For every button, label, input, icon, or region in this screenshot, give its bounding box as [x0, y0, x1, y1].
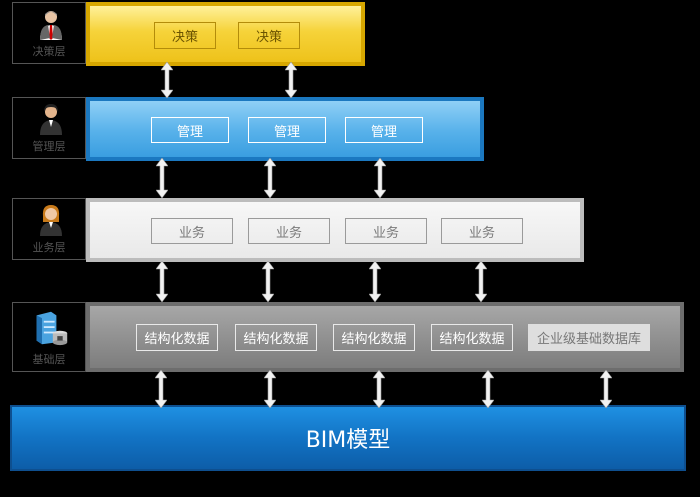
foundation-layer-band: 结构化数据 结构化数据 结构化数据 结构化数据 企业级基础数据库	[86, 302, 684, 372]
management-layer-label: 管理层	[12, 97, 86, 159]
bim-model-label: BIM模型	[305, 428, 391, 453]
management-layer-band: 管理 管理 管理	[86, 97, 484, 161]
double-arrow-icon	[156, 158, 168, 198]
double-arrow-icon	[155, 370, 167, 408]
foundation-box-2: 结构化数据	[235, 324, 317, 351]
business-box-2: 业务	[248, 218, 330, 244]
double-arrow-icon	[600, 370, 612, 408]
business-box-4: 业务	[441, 218, 523, 244]
double-arrow-icon	[156, 261, 168, 302]
double-arrow-icon	[285, 62, 297, 98]
double-arrow-icon	[369, 261, 381, 302]
management-layer-label-text: 管理层	[32, 140, 66, 153]
management-box-3: 管理	[345, 117, 423, 143]
business-layer-label-text: 业务层	[32, 241, 66, 254]
management-box-1: 管理	[151, 117, 229, 143]
double-arrow-icon	[475, 261, 487, 302]
bim-model-bar: BIM模型	[10, 405, 686, 471]
server-database-icon	[36, 311, 68, 346]
double-arrow-icon	[264, 370, 276, 408]
management-box-2: 管理	[248, 117, 326, 143]
decision-box-2: 决策	[238, 22, 300, 49]
double-arrow-icon	[262, 261, 274, 302]
double-arrow-icon	[161, 62, 173, 98]
business-layer-label: 业务层	[12, 198, 86, 260]
foundation-box-database: 企业级基础数据库	[528, 324, 650, 351]
double-arrow-icon	[482, 370, 494, 408]
foundation-box-1: 结构化数据	[136, 324, 218, 351]
person-dark-hair-icon	[40, 104, 62, 135]
person-woman-icon	[40, 205, 62, 236]
double-arrow-icon	[373, 370, 385, 408]
business-box-3: 业务	[345, 218, 427, 244]
foundation-layer-label: 基础层	[12, 302, 86, 372]
decision-layer-label-text: 决策层	[32, 45, 66, 58]
foundation-layer-label-text: 基础层	[32, 353, 66, 366]
decision-box-1: 决策	[154, 22, 216, 49]
double-arrow-icon	[374, 158, 386, 198]
foundation-box-4: 结构化数据	[431, 324, 513, 351]
business-layer-band: 业务 业务 业务 业务	[86, 198, 584, 262]
foundation-box-3: 结构化数据	[333, 324, 415, 351]
person-suit-red-tie-icon	[40, 11, 62, 40]
decision-layer-band: 决策 决策	[86, 2, 365, 66]
decision-layer-label: 决策层	[12, 2, 86, 64]
double-arrow-icon	[264, 158, 276, 198]
business-box-1: 业务	[151, 218, 233, 244]
